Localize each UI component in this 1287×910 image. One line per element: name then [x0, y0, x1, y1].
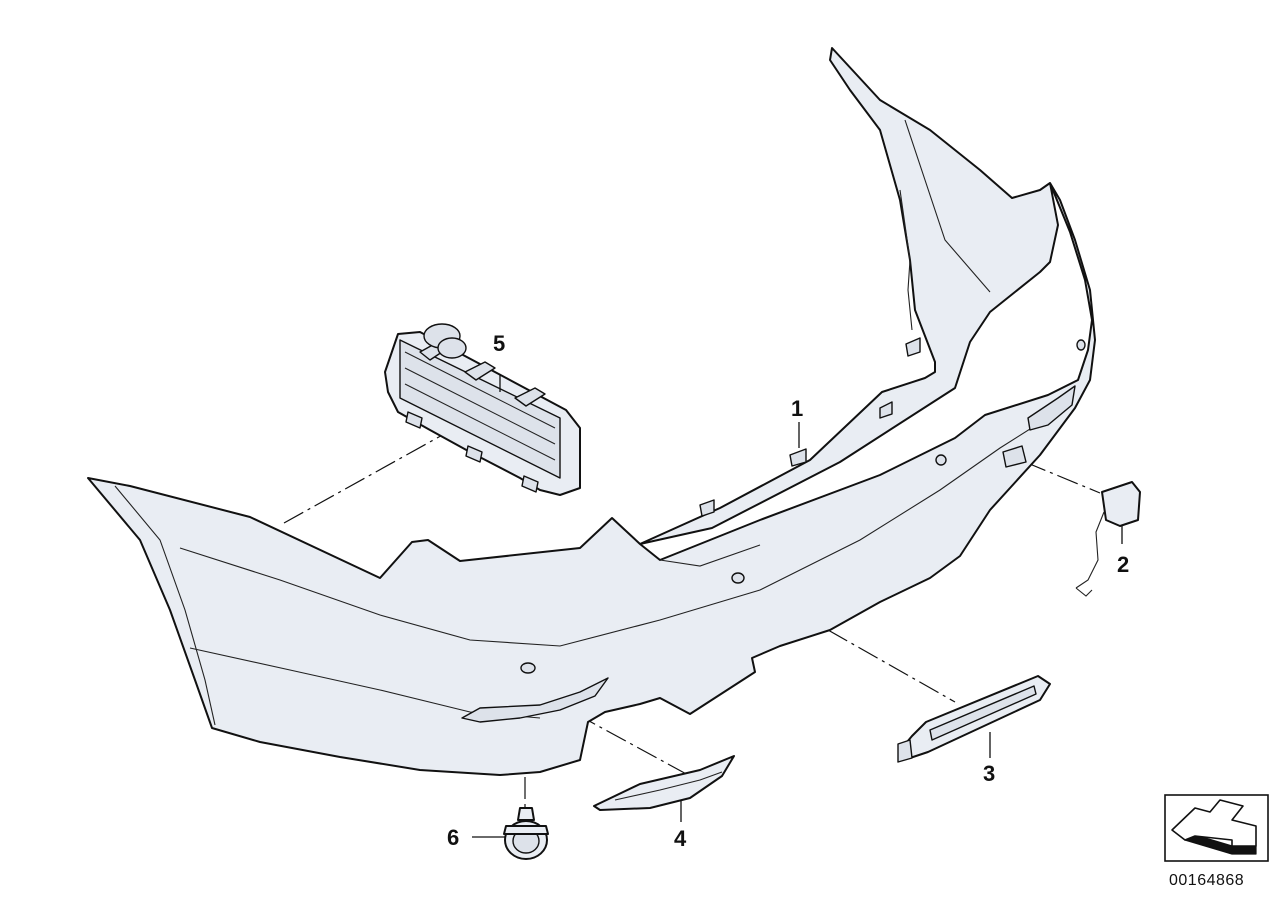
bumper-panel[interactable] — [87, 47, 1096, 776]
callout-2[interactable]: 2 — [1117, 552, 1129, 577]
callout-4[interactable]: 4 — [674, 826, 687, 851]
callout-5[interactable]: 5 — [493, 331, 505, 356]
callout-1[interactable]: 1 — [791, 396, 803, 421]
orientation-badge: 00164868 — [1164, 794, 1269, 889]
parking-sensor[interactable] — [503, 807, 549, 860]
rear-reflector-left[interactable] — [593, 755, 735, 811]
callout-lines — [472, 375, 1123, 838]
tow-hook-cover[interactable] — [1075, 481, 1141, 597]
callout-3[interactable]: 3 — [983, 761, 995, 786]
rear-reflector-right[interactable] — [897, 675, 1051, 763]
callout-labels: 1 2 3 4 5 6 — [447, 331, 1129, 851]
callout-6[interactable]: 6 — [447, 825, 459, 850]
side-bracket[interactable] — [384, 323, 581, 496]
reference-number: 00164868 — [1169, 872, 1244, 889]
direction-arrow-icon — [1171, 799, 1257, 855]
